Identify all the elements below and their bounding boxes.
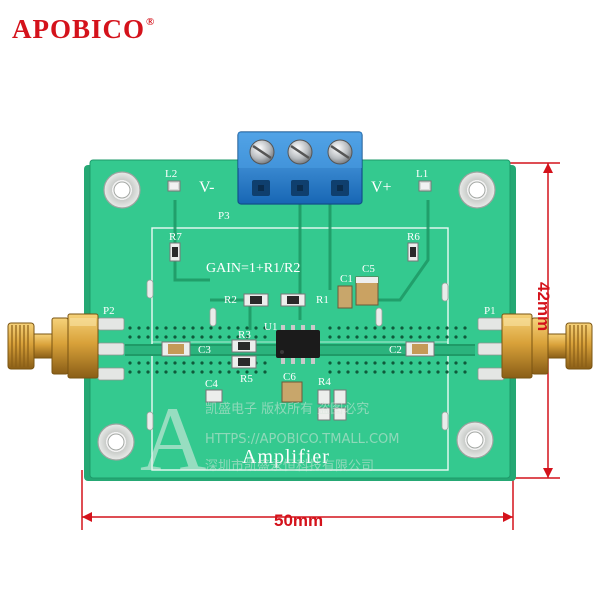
label-r3: R3 <box>238 329 251 341</box>
label-c4: C4 <box>205 378 218 390</box>
label-c3: C3 <box>198 344 211 356</box>
screw-terminal-block <box>237 131 363 205</box>
sma-connector-left <box>7 313 99 379</box>
watermark-line2: HTTPS://APOBICO.TMALL.COM <box>205 432 400 447</box>
registered-mark: ® <box>146 16 156 28</box>
watermark-letter: A <box>140 388 206 490</box>
watermark: A 凯盛电子 版权所有 盗图必究 HTTPS://APOBICO.TMALL.C… <box>140 388 400 490</box>
brand-name: APOBICO <box>12 14 146 44</box>
label-p3: P3 <box>218 210 230 222</box>
label-r6: R6 <box>407 231 420 243</box>
board-title: Amplifier <box>242 446 330 468</box>
label-l2: L2 <box>165 168 177 180</box>
label-r4: R4 <box>318 376 331 388</box>
label-v-minus: V- <box>199 179 214 196</box>
label-r5: R5 <box>240 373 253 385</box>
label-c6: C6 <box>283 371 296 383</box>
label-r2: R2 <box>224 294 237 306</box>
height-dimension-label: 42mm <box>534 282 553 331</box>
brand-logo: APOBICO® <box>12 14 155 45</box>
op-amp-chip <box>276 325 320 364</box>
label-c2: C2 <box>389 344 402 356</box>
width-dimension-label: 50mm <box>274 511 323 530</box>
label-l1: L1 <box>416 168 428 180</box>
label-r1: R1 <box>316 294 329 306</box>
label-c5: C5 <box>362 263 375 275</box>
label-r7: R7 <box>169 231 182 243</box>
watermark-line3: 深圳市凯盛永恒科技有限公司 <box>205 458 374 474</box>
label-p2: P2 <box>103 305 115 317</box>
gain-formula: GAIN=1+R1/R2 <box>206 261 300 276</box>
label-u1: U1 <box>264 321 277 333</box>
watermark-line1: 凯盛电子 版权所有 盗图必究 <box>205 401 369 417</box>
smd-components <box>161 180 435 421</box>
label-c1: C1 <box>340 273 353 285</box>
label-v-plus: V+ <box>371 179 392 196</box>
mount-holes <box>97 171 496 461</box>
sma-connector-right <box>501 313 593 379</box>
label-p1: P1 <box>484 305 496 317</box>
pcb-board: L2 L1 V- V+ P3 R7 R6 GAIN=1+R1/R2 C1 C5 … <box>84 159 516 481</box>
